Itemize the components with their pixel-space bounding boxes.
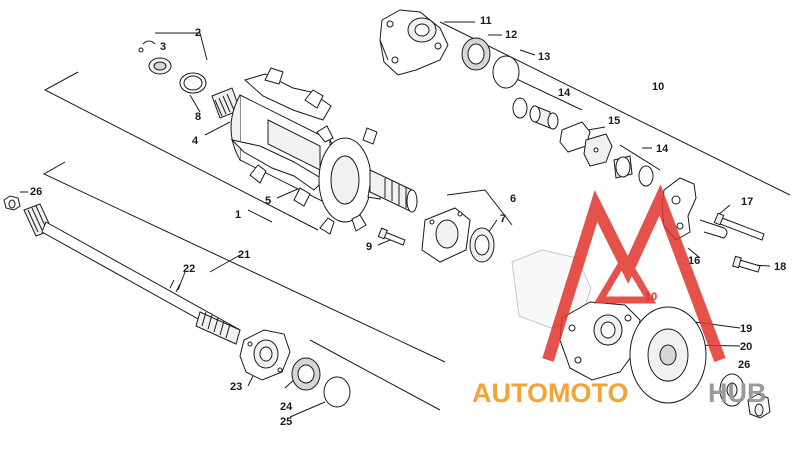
group-bracket-lines — [42, 21, 791, 411]
part-bolt-17 — [713, 212, 765, 241]
callout-8: 8 — [195, 111, 201, 123]
callout-1: 1 — [235, 209, 241, 221]
callout-13: 13 — [538, 51, 550, 63]
part-drive-shaft-assembly — [211, 67, 418, 235]
callout-12: 12 — [505, 29, 517, 41]
callout-22: 22 — [183, 263, 195, 275]
callout-4: 4 — [192, 135, 199, 147]
callout-14-upper: 14 — [558, 87, 571, 99]
part-tensioner-plate-15 — [559, 121, 613, 167]
part-housing-10-lower — [559, 301, 641, 381]
callout-2: 2 — [195, 27, 201, 39]
watermark-brand-part1: AUTOMOTO — [472, 378, 629, 408]
callout-25: 25 — [280, 416, 292, 428]
callout-labels: 2 3 4 5 8 1 6 7 9 11 12 13 10 14 15 14 1… — [30, 15, 786, 428]
part-nut-26-left — [3, 195, 21, 211]
part-bolt-9 — [377, 227, 406, 246]
part-bushing-2-3 — [138, 40, 172, 75]
callout-9: 9 — [366, 241, 372, 253]
callout-26-left: 26 — [30, 186, 42, 198]
part-bearing-plate-6 — [421, 207, 471, 263]
callout-16: 16 — [688, 255, 700, 267]
watermark-logo-mark — [542, 184, 726, 363]
part-long-shaft-21 — [23, 203, 241, 345]
watermark-brand-part2: HUB — [708, 378, 767, 408]
callout-20: 20 — [740, 341, 752, 353]
part-disc-19 — [629, 306, 707, 404]
callout-11: 11 — [480, 15, 492, 27]
callout-7: 7 — [500, 213, 506, 225]
callout-24: 24 — [280, 401, 293, 413]
part-snap-ring-25 — [323, 376, 351, 408]
part-bushing-14-lower — [613, 155, 654, 187]
callout-6: 6 — [510, 193, 516, 205]
callout-21: 21 — [238, 249, 250, 261]
callout-23: 23 — [230, 381, 242, 393]
callout-19: 19 — [740, 323, 752, 335]
part-housing-11 — [379, 9, 449, 76]
part-washer-20 — [719, 373, 745, 407]
part-flange-bearing-23 — [239, 329, 291, 381]
watermark-brand: AUTOMOTO HUB — [472, 378, 767, 408]
part-bearing-24 — [291, 357, 321, 391]
callout-5: 5 — [265, 195, 271, 207]
part-bearing-7 — [469, 227, 495, 263]
part-bolt-18 — [732, 255, 761, 273]
part-bushing-14-upper — [512, 97, 559, 130]
callout-15: 15 — [608, 115, 620, 127]
part-nut-26-right — [747, 393, 771, 419]
callout-10: 10 — [652, 81, 664, 93]
callout-3: 3 — [160, 41, 166, 53]
part-bearing-12 — [461, 37, 491, 71]
part-ring-13 — [492, 55, 520, 89]
callout-18: 18 — [774, 261, 786, 273]
callout-14-lower: 14 — [656, 143, 669, 155]
callout-26-right: 26 — [738, 359, 750, 371]
callout-17: 17 — [741, 196, 753, 208]
part-seal-ring-8 — [179, 72, 207, 94]
